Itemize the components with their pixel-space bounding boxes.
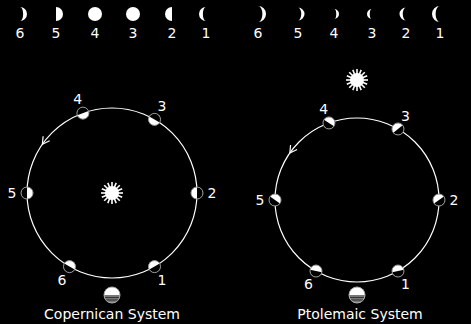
venus-marker [191,187,203,199]
phase-icons [258,6,440,22]
position-number: 3 [158,99,167,113]
position-number: 5 [8,186,17,200]
sun-symbol [346,69,368,91]
position-number: 4 [73,92,82,106]
position-number: 2 [208,186,217,200]
phase-icon [400,8,407,21]
venus-marker [267,194,281,208]
system-caption: Copernican System [44,307,180,321]
phase-icon [165,7,172,21]
venus-markers [21,105,203,274]
phase-number: 4 [330,26,339,40]
position-number: 6 [58,273,67,287]
phase-number: 5 [294,26,303,40]
venus-markers [267,117,448,278]
earth-symbol [104,287,120,303]
direction-arrow [42,136,49,144]
position-number: 1 [401,277,410,291]
phase-number: 5 [52,26,61,40]
phase-number: 2 [168,26,177,40]
phase-icons [20,7,206,21]
venus-marker [392,123,406,137]
phase-icon [334,9,339,19]
phase-number: 2 [402,26,411,40]
phase-number: 3 [129,26,138,40]
phase-number: 6 [254,26,263,40]
venus-marker [21,187,33,199]
sun-symbol [101,182,123,204]
position-number: 4 [319,102,328,116]
position-number: 1 [158,273,167,287]
phase-icon [432,6,440,22]
position-number: 3 [401,109,410,123]
phase-number: 4 [91,26,100,40]
system-caption: Ptolemaic System [297,307,422,321]
orbit-circle [275,118,439,282]
venus-marker [433,194,447,208]
venus-marker [321,117,335,131]
position-number: 2 [450,193,459,207]
phase-number: 3 [368,26,377,40]
phase-icon [126,7,140,21]
earth-symbol [349,287,365,303]
orbit-circle [27,108,197,278]
venus-marker [75,105,89,119]
position-number: 5 [256,193,265,207]
phase-icon [367,9,372,19]
phase-icon [20,7,27,21]
direction-arrow [290,145,297,153]
phase-number: 1 [436,26,445,40]
phase-number: 6 [16,26,25,40]
phase-icon [88,7,102,21]
phase-icon [56,7,63,21]
phase-number: 1 [202,26,211,40]
phase-icon [258,6,266,22]
position-number: 6 [304,277,313,291]
phase-icon [298,8,305,21]
phase-icon [199,7,206,21]
